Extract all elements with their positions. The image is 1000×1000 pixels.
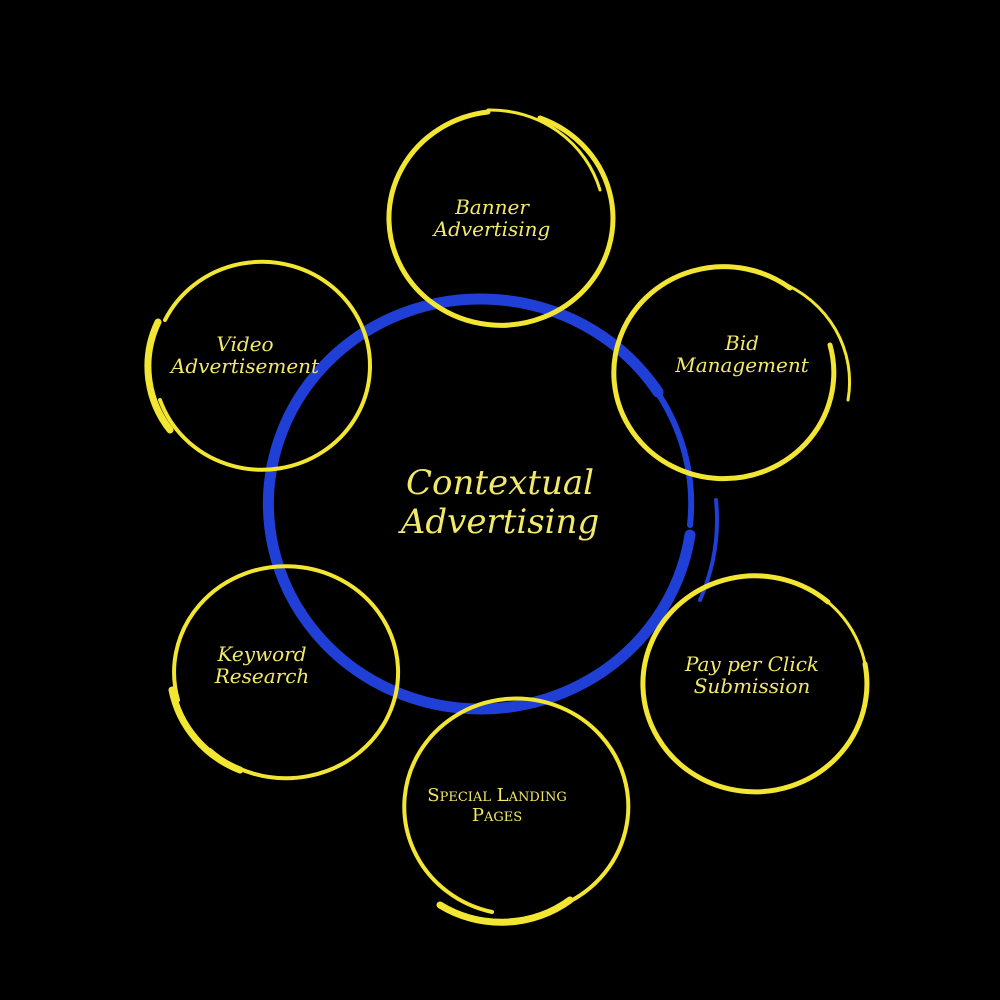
node-label-video-line1: Video [216,332,274,356]
node-label-ppc-line2: Submission [693,674,811,698]
node-label-ppc: Pay per Click Submission [685,653,819,697]
node-label-bid-line1: Bid [725,331,759,355]
center-ring [262,293,719,715]
node-label-bid-line2: Management [675,353,809,377]
node-label-landing-line1: Special Landing [427,785,567,807]
node-label-banner-line1: Banner [455,195,529,219]
node-label-keyword-line2: Research [214,664,310,688]
node-ring-video [144,259,372,472]
center-label-line1: Contextual [405,462,595,503]
node-label-banner: Banner Advertising [434,196,551,240]
node-label-keyword: Keyword Research [215,643,310,687]
node-label-video: Video Advertisement [171,333,319,377]
node-ring-keyword [168,564,401,781]
node-label-landing-line2: Pages [471,805,523,826]
node-label-keyword-line1: Keyword [217,642,307,666]
node-label-ppc-line1: Pay per Click [684,652,820,676]
node-ring-banner [386,108,616,328]
center-label-line2: Advertising [400,502,600,542]
node-label-banner-line2: Advertising [433,217,551,241]
node-ring-landing [402,696,631,926]
node-label-bid: Bid Management [675,332,809,376]
center-label: Contextual Advertising [400,462,600,542]
node-ring-bid [611,264,852,482]
node-ring-ppc [640,573,870,795]
node-label-landing: Special Landing Pages [427,786,566,826]
node-label-video-line2: Advertisement [170,354,320,378]
